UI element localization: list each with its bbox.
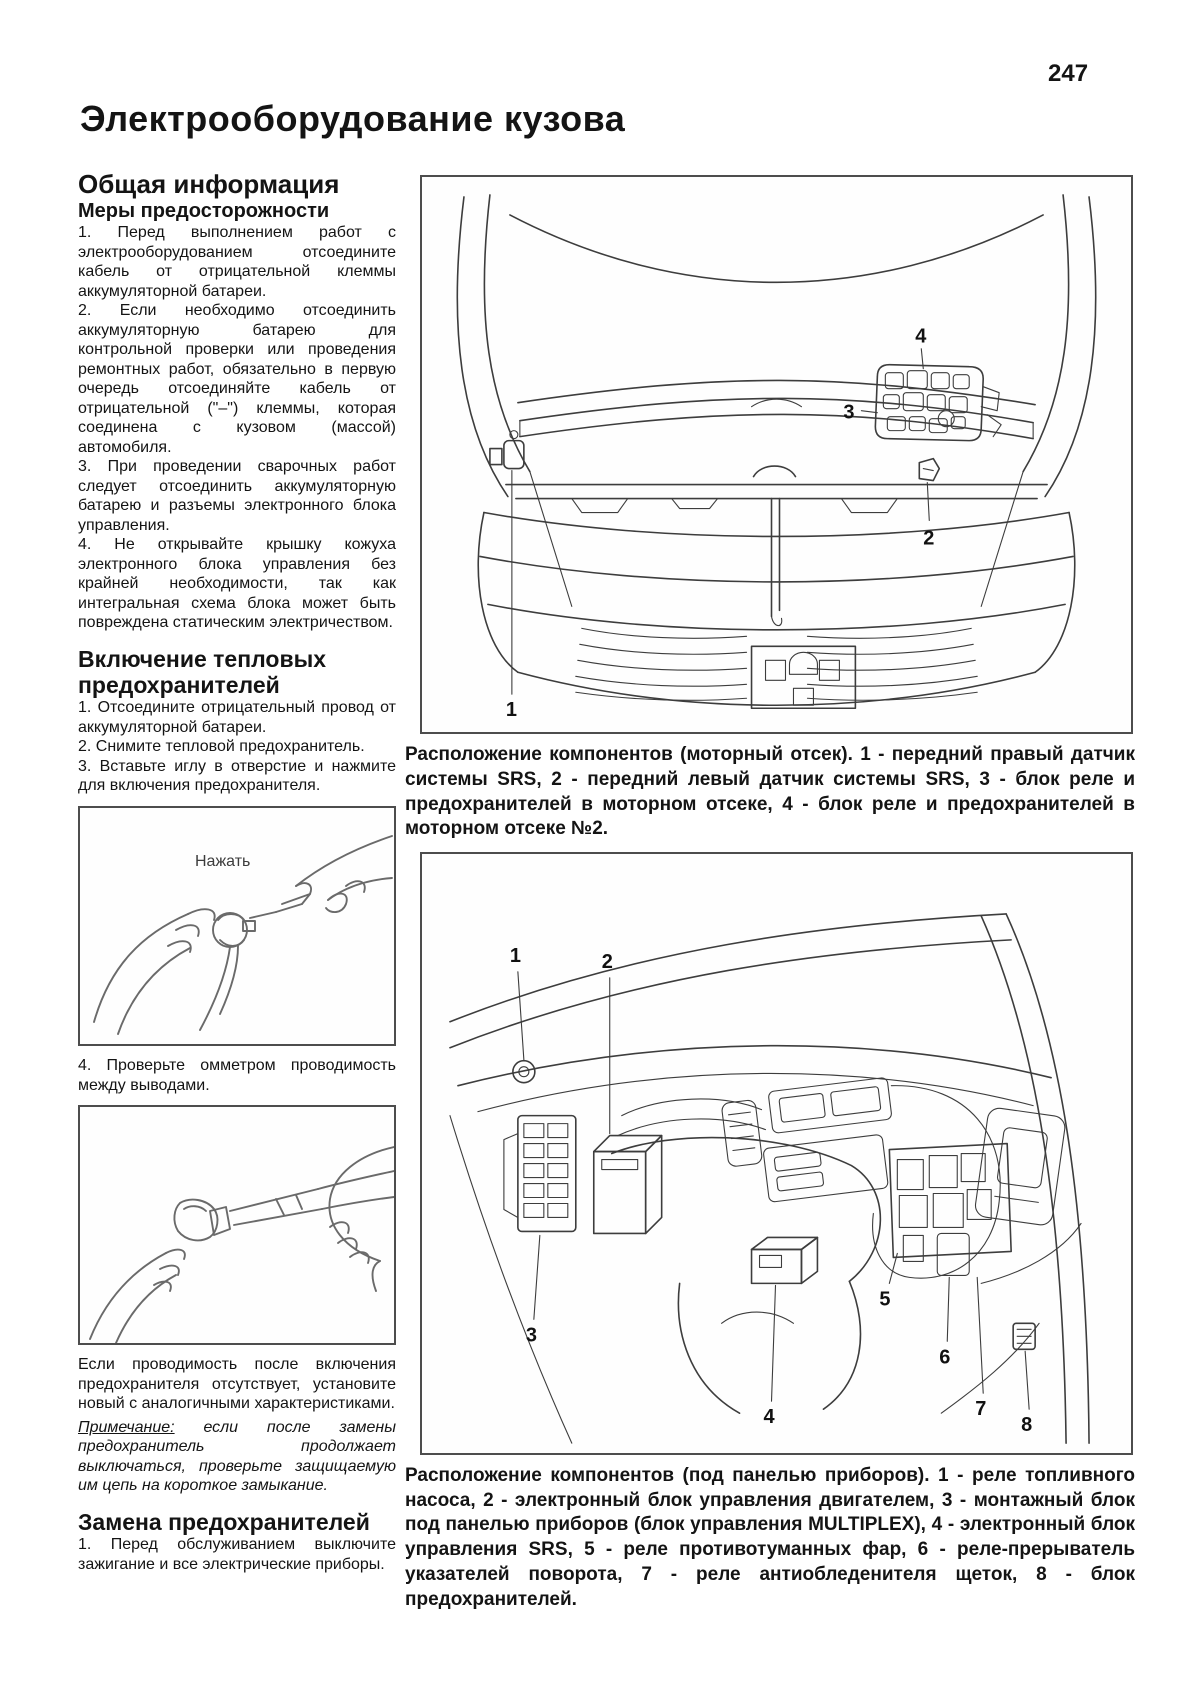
thermal-fuse-step: 3. Вставьте иглу в отверстие и нажмите д… bbox=[78, 757, 396, 795]
fuse-replacement-paragraph: 1. Перед обслуживанием выключите зажиган… bbox=[78, 1536, 396, 1573]
right-figures-column: 4 3 2 1 Расположение компонентов (моторн… bbox=[405, 175, 1135, 1612]
engine-compartment-drawing: 4 3 2 1 bbox=[456, 194, 1097, 721]
dash-callout-5: 5 bbox=[879, 1288, 890, 1310]
precaution-paragraph: 3. При проведении сварочных работ следуе… bbox=[78, 458, 396, 534]
ohmmeter-probes-drawing bbox=[229, 1170, 394, 1226]
under-dash-drawing: 1 2 3 4 5 6 7 8 bbox=[449, 913, 1090, 1444]
engine-callout-3: 3 bbox=[843, 402, 854, 424]
dash-callout-8: 8 bbox=[1021, 1414, 1032, 1436]
note-label: Примечание: bbox=[78, 1418, 175, 1436]
dash-callout-1: 1 bbox=[510, 945, 521, 967]
precaution-paragraph: 4. Не открывайте крышку кожуха электронн… bbox=[78, 536, 396, 632]
dashboard-body-drawing bbox=[449, 913, 1090, 1444]
junction-block-drawing bbox=[503, 1114, 577, 1233]
precaution-paragraph: 1. Перед выполнением работ с электрообор… bbox=[78, 224, 396, 300]
thermal-fuse-step: 1. Отсоедините отрицательный провод от а… bbox=[78, 699, 396, 736]
heading-fuse-replacement: Замена предохранителей bbox=[78, 1508, 370, 1535]
dash-callouts: 1 2 3 4 5 6 7 8 bbox=[510, 945, 1032, 1436]
page-number: 247 bbox=[1048, 60, 1089, 87]
dash-callout-6: 6 bbox=[939, 1346, 950, 1368]
right-hand-with-needle-drawing bbox=[249, 835, 393, 919]
srs-sensor-left-drawing bbox=[918, 457, 941, 482]
heading-thermal-fuses: Включение тепловых предохранителей bbox=[78, 645, 327, 698]
right-hand-holding-probes-drawing bbox=[328, 1146, 394, 1292]
figure-under-dash: 1 2 3 4 5 6 7 8 bbox=[420, 851, 1133, 1456]
press-fuse-illustration: Нажать bbox=[93, 835, 393, 1035]
engine-ecu-drawing bbox=[592, 1134, 663, 1235]
car-body-front-drawing bbox=[456, 194, 1097, 710]
thermal-fuse-step: 2. Снимите тепловой предохранитель. bbox=[78, 738, 365, 756]
thermal-fuse-step4: 4. Проверьте омметром проводимость между… bbox=[78, 1056, 396, 1094]
dash-callout-7: 7 bbox=[975, 1398, 986, 1420]
thermal-fuse-drawing bbox=[199, 912, 256, 1031]
figure-press-label: Нажать bbox=[195, 853, 250, 870]
figure-engine-compartment: 4 3 2 1 bbox=[420, 175, 1133, 735]
dash-callout-2: 2 bbox=[602, 951, 613, 973]
precaution-paragraph: 2. Если необходимо отсоединить аккумулят… bbox=[78, 302, 396, 456]
note-text: если после замены предохранитель продолж… bbox=[78, 1418, 396, 1495]
fuel-pump-relay-drawing bbox=[512, 1059, 536, 1084]
srs-ecu-drawing bbox=[750, 1236, 819, 1285]
left-text-column: Общая информация Меры предосторожности 1… bbox=[78, 170, 396, 1574]
dash-callout-3: 3 bbox=[526, 1324, 537, 1346]
left-hand-drawing bbox=[93, 908, 216, 1035]
engine-relay-box-drawing bbox=[874, 363, 1002, 442]
srs-sensor-right-drawing bbox=[489, 430, 525, 470]
heading-general-info: Общая информация bbox=[78, 169, 340, 199]
engine-callouts: 4 3 2 1 bbox=[506, 326, 935, 721]
figure-ohmmeter-check bbox=[78, 1105, 396, 1346]
page-title: Электрооборудование кузова bbox=[80, 98, 626, 139]
fuse-block-drawing bbox=[1012, 1322, 1036, 1351]
ohmmeter-illustration bbox=[89, 1146, 394, 1344]
dash-callout-4: 4 bbox=[764, 1406, 775, 1428]
fuse-under-test-drawing bbox=[173, 1198, 231, 1242]
engine-callout-2: 2 bbox=[923, 527, 934, 549]
relay-cluster-drawing bbox=[888, 1142, 1012, 1276]
heading-precautions: Меры предосторожности bbox=[78, 200, 330, 223]
conclusion-paragraph: Если проводимость после включения предох… bbox=[78, 1356, 396, 1413]
left-hand-pinching-drawing bbox=[89, 1248, 186, 1344]
engine-callout-4: 4 bbox=[915, 326, 926, 348]
engine-figure-caption: Расположение компонентов (моторный отсек… bbox=[405, 744, 1135, 840]
figure-press-thermal-fuse: Нажать bbox=[78, 805, 396, 1046]
dash-figure-caption: Расположение компонентов (под панелью пр… bbox=[405, 1465, 1135, 1610]
engine-callout-1: 1 bbox=[506, 699, 517, 721]
note-paragraph: Примечание: если после замены предохрани… bbox=[78, 1418, 396, 1496]
